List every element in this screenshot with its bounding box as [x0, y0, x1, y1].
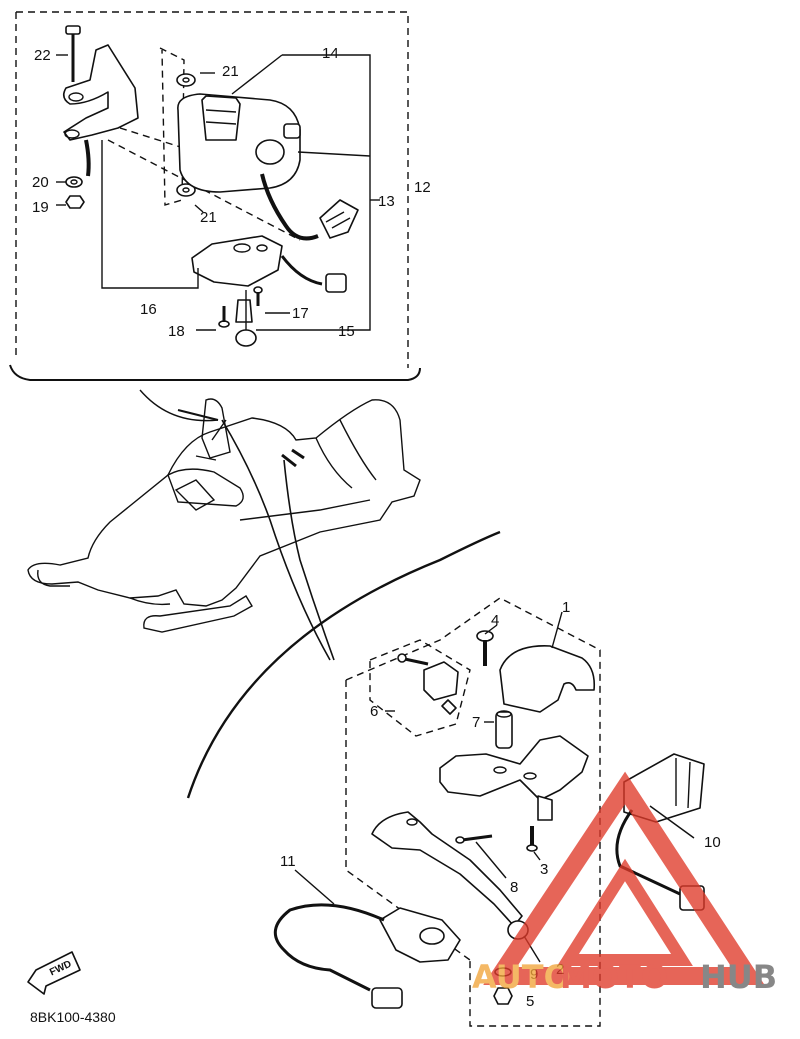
bolt-3 — [526, 826, 538, 852]
callout-21-bottom: 21 — [200, 209, 217, 226]
callout-3: 3 — [540, 861, 548, 878]
bolt-22 — [65, 25, 81, 82]
switch-housing-14 — [177, 93, 319, 241]
nut-19 — [65, 195, 85, 209]
callout-6: 6 — [370, 703, 378, 720]
watermark-text-2: MOTO — [560, 958, 668, 996]
lever-bracket — [439, 735, 589, 821]
callout-20: 20 — [32, 174, 49, 191]
watermark-text-3: HUB — [700, 958, 777, 996]
screw-15 — [235, 299, 257, 347]
section-divider — [186, 530, 501, 799]
bolt-4 — [476, 630, 494, 666]
callout-8: 8 — [510, 879, 518, 896]
callout-11: 11 — [280, 853, 296, 870]
sensor-11 — [273, 903, 461, 1009]
screw-17 — [253, 286, 263, 306]
fwd-badge: FWD — [27, 951, 81, 995]
callout-19: 19 — [32, 199, 49, 216]
callout-15: 15 — [338, 323, 355, 340]
housing-16 — [191, 235, 347, 293]
callout-17: 17 — [292, 305, 309, 322]
knob-6 — [423, 661, 459, 715]
screw-8 — [455, 834, 493, 844]
sleeve-7 — [495, 710, 513, 749]
callout-16: 16 — [140, 301, 157, 318]
cover-1 — [499, 645, 596, 713]
callout-12: 12 — [414, 179, 431, 196]
bracket — [62, 44, 139, 177]
inset-frame — [9, 11, 421, 381]
nut-20 — [65, 176, 83, 188]
callout-5: 5 — [526, 993, 534, 1010]
callout-18: 18 — [168, 323, 185, 340]
watermark: AUTO MOTO HUB — [472, 771, 777, 996]
screw-18 — [218, 306, 230, 328]
callout-1: 1 — [562, 599, 570, 616]
connector-13 — [319, 199, 359, 239]
snowmobile — [27, 389, 421, 661]
leader-lines-lower — [294, 611, 695, 963]
callout-labels: 22 21 14 20 19 21 13 12 16 17 18 15 1 4 … — [32, 45, 721, 1010]
callout-14: 14 — [322, 45, 339, 62]
grommet-21-top — [176, 73, 196, 110]
diagram-code: 8BK100-4380 — [30, 1009, 116, 1025]
nut-5 — [493, 987, 513, 1005]
screw-6 — [397, 653, 429, 666]
watermark-triangle-icon — [483, 771, 765, 985]
grommet-21-bottom — [176, 183, 196, 197]
callout-10: 10 — [704, 834, 721, 851]
watermark-text-1: AUTO — [472, 958, 571, 996]
callout-13: 13 — [378, 193, 395, 210]
callout-4: 4 — [491, 612, 499, 629]
leader-lines-inset — [56, 54, 380, 331]
callout-21-top: 21 — [222, 63, 239, 80]
callout-7: 7 — [472, 714, 480, 731]
callout-22: 22 — [34, 47, 51, 64]
lever-2 — [371, 811, 529, 940]
